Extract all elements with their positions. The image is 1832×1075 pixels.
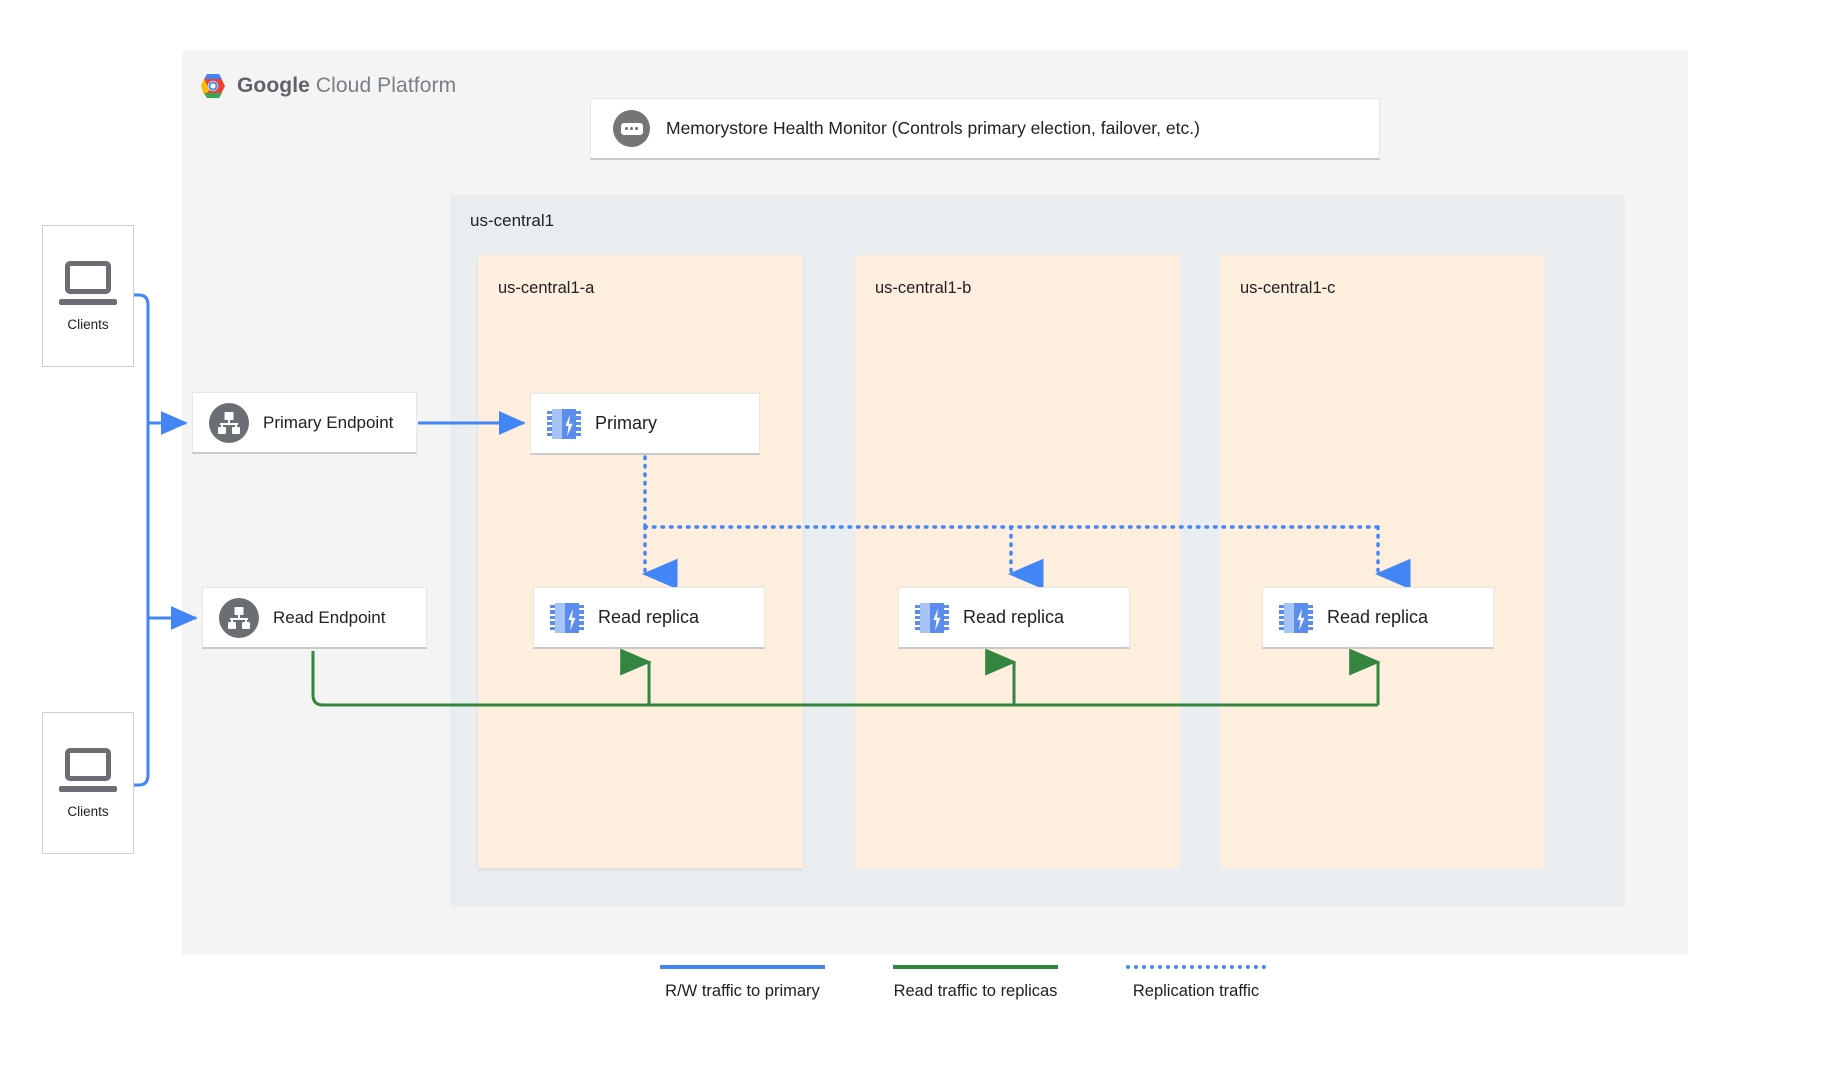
gcp-brand-bold: Google <box>237 74 310 97</box>
client-label: Clients <box>67 803 109 819</box>
memorystore-chip-icon <box>915 601 949 635</box>
laptop-icon <box>59 747 117 792</box>
endpoint-read[interactable]: Read Endpoint <box>202 587 427 649</box>
zone-us-central1-b: us-central1-b <box>855 255 1180 868</box>
endpoint-label: Primary Endpoint <box>263 412 394 432</box>
node-read-replica-c[interactable]: Read replica <box>1262 587 1494 649</box>
legend: R/W traffic to primary Read traffic to r… <box>660 965 1340 1035</box>
memorystore-chip-icon <box>547 407 581 441</box>
gcp-logo: Google Cloud Platform <box>198 68 498 104</box>
legend-swatch-green <box>893 965 1058 969</box>
health-monitor-label: Memorystore Health Monitor (Controls pri… <box>666 118 1200 138</box>
zone-us-central1-a: us-central1-a <box>478 255 803 868</box>
legend-swatch-blue <box>660 965 825 969</box>
zone-label: us-central1-b <box>875 279 972 297</box>
legend-item-rw-traffic: R/W traffic to primary <box>660 965 825 1035</box>
client-bottom[interactable]: Clients <box>42 712 134 854</box>
legend-label: Replication traffic <box>1132 982 1260 1000</box>
health-monitor-bar: Memorystore Health Monitor (Controls pri… <box>590 98 1380 160</box>
gcp-logo-text: Google Cloud Platform <box>237 74 456 98</box>
memorystore-chip-icon <box>550 601 584 635</box>
endpoint-primary[interactable]: Primary Endpoint <box>192 392 417 454</box>
zone-label: us-central1-c <box>1240 279 1336 297</box>
legend-label: Read traffic to replicas <box>893 982 1058 1000</box>
dots-badge-icon <box>613 110 650 147</box>
node-label: Read replica <box>598 607 700 627</box>
region-label: us-central1 <box>470 211 555 230</box>
laptop-icon <box>59 260 117 305</box>
node-label: Read replica <box>963 607 1065 627</box>
gcp-hexagon-logo-icon <box>201 74 225 98</box>
zone-label: us-central1-a <box>498 279 595 297</box>
node-read-replica-b[interactable]: Read replica <box>898 587 1130 649</box>
node-read-replica-a[interactable]: Read replica <box>533 587 765 649</box>
memorystore-chip-icon <box>1279 601 1313 635</box>
gcp-brand-light: Cloud Platform <box>309 74 457 97</box>
legend-item-replication-traffic: Replication traffic <box>1126 965 1266 1035</box>
client-label: Clients <box>67 316 109 332</box>
legend-item-read-traffic: Read traffic to replicas <box>893 965 1058 1035</box>
wire-clients-bus <box>132 293 150 787</box>
hierarchy-icon <box>219 597 259 638</box>
node-label: Read replica <box>1327 607 1429 627</box>
legend-swatch-dotted <box>1126 965 1266 969</box>
legend-label: R/W traffic to primary <box>665 982 820 1000</box>
endpoint-label: Read Endpoint <box>273 607 386 627</box>
client-top[interactable]: Clients <box>42 225 134 367</box>
node-primary[interactable]: Primary <box>530 393 760 455</box>
hierarchy-icon <box>209 402 249 443</box>
zone-us-central1-c: us-central1-c <box>1220 255 1545 868</box>
node-label: Primary <box>595 413 657 433</box>
